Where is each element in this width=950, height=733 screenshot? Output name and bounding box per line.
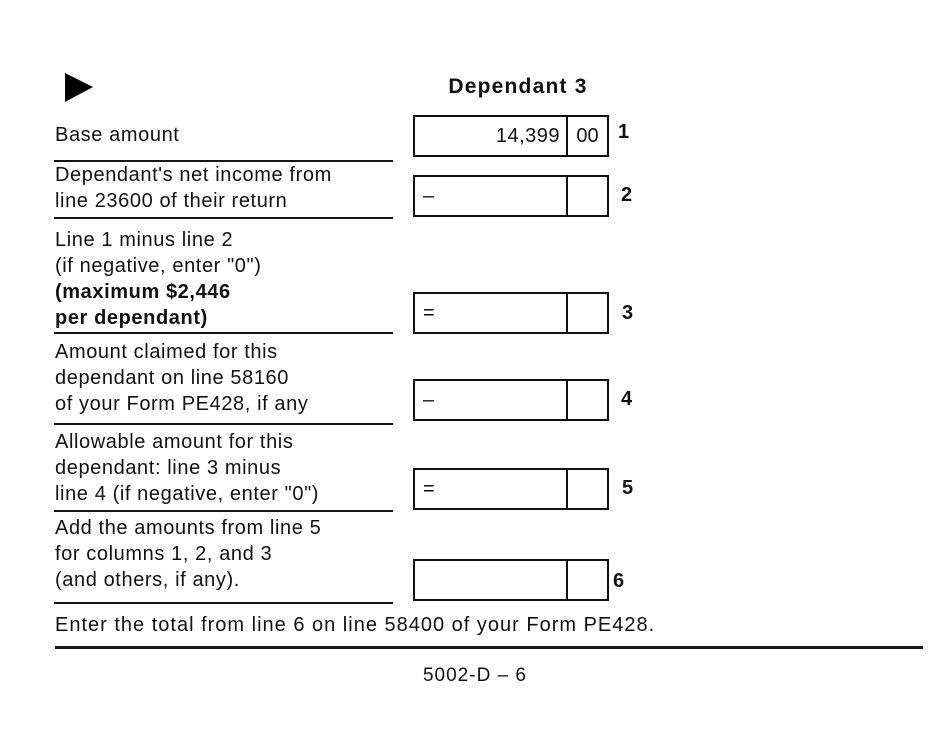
row-label: Base amount <box>55 122 415 148</box>
amount-box-line2[interactable]: – <box>413 175 609 217</box>
section-divider <box>55 646 923 649</box>
column-header: Dependant 3 <box>448 75 588 98</box>
operator-prefix: = <box>423 301 436 324</box>
amount-field[interactable]: – <box>415 177 566 215</box>
row-label-line: Base amount <box>55 124 180 146</box>
page-footer: 5002-D – 6 <box>422 665 527 686</box>
row-label-line: line 4 (if negative, enter "0") <box>55 483 320 505</box>
row-label: Allowable amount for this dependant: lin… <box>55 429 415 507</box>
row-label-line: Amount claimed for this <box>55 341 278 363</box>
row-label-line: per dependant) <box>55 307 208 329</box>
row-label: Dependant's net income from line 23600 o… <box>55 162 415 214</box>
label-underline <box>54 160 393 162</box>
row-label-line: Line 1 minus line 2 <box>55 229 234 251</box>
row-label-line: Dependant's net income from <box>55 164 332 186</box>
line-number: 2 <box>621 184 633 206</box>
row-label-line: for columns 1, 2, and 3 <box>55 543 273 565</box>
row-label-line: of your Form PE428, if any <box>55 393 309 415</box>
amount-box-line3[interactable]: = <box>413 292 609 334</box>
row-label: Add the amounts from line 5 for columns … <box>55 515 415 593</box>
cents-field[interactable] <box>566 381 607 419</box>
row-label-line: line 23600 of their return <box>55 190 288 212</box>
cents-field[interactable] <box>566 294 607 332</box>
cents-field[interactable] <box>566 177 607 215</box>
operator-prefix: – <box>423 184 435 207</box>
label-underline <box>54 332 393 334</box>
amount-field[interactable]: 14,399 <box>415 117 566 155</box>
row-label-line: Add the amounts from line 5 <box>55 517 322 539</box>
row-label-line: dependant on line 58160 <box>55 367 290 389</box>
label-underline <box>54 602 393 604</box>
amount-field[interactable] <box>415 561 566 599</box>
amount-field[interactable]: = <box>415 294 566 332</box>
arrow-marker-icon <box>65 73 93 102</box>
amount-box-line6[interactable] <box>413 559 609 601</box>
label-underline <box>54 217 393 219</box>
amount-box-line4[interactable]: – <box>413 379 609 421</box>
cents-field[interactable] <box>566 561 607 599</box>
row-label-line: (if negative, enter "0") <box>55 255 262 277</box>
line-number: 1 <box>618 121 630 143</box>
amount-field[interactable]: = <box>415 470 566 508</box>
row-label-line: (and others, if any). <box>55 569 240 591</box>
line-number: 5 <box>622 477 634 499</box>
cents-field[interactable] <box>566 470 607 508</box>
label-underline <box>54 423 393 425</box>
line-number: 4 <box>621 388 633 410</box>
row-label-line: Allowable amount for this <box>55 431 294 453</box>
line-number: 3 <box>622 302 634 324</box>
row-label: Line 1 minus line 2 (if negative, enter … <box>55 227 415 331</box>
row-label: Amount claimed for this dependant on lin… <box>55 339 415 417</box>
amount-value: 14,399 <box>495 124 560 147</box>
line-number: 6 <box>613 570 625 592</box>
operator-prefix: – <box>423 388 435 411</box>
label-underline <box>54 510 393 512</box>
total-instruction: Enter the total from line 6 on line 5840… <box>55 614 656 636</box>
cents-field[interactable]: 00 <box>566 117 607 155</box>
amount-field[interactable]: – <box>415 381 566 419</box>
amount-box-line1[interactable]: 14,399 00 <box>413 115 609 157</box>
row-label-line: (maximum $2,446 <box>55 281 231 303</box>
operator-prefix: = <box>423 477 436 500</box>
row-label-line: dependant: line 3 minus <box>55 457 282 479</box>
amount-box-line5[interactable]: = <box>413 468 609 510</box>
